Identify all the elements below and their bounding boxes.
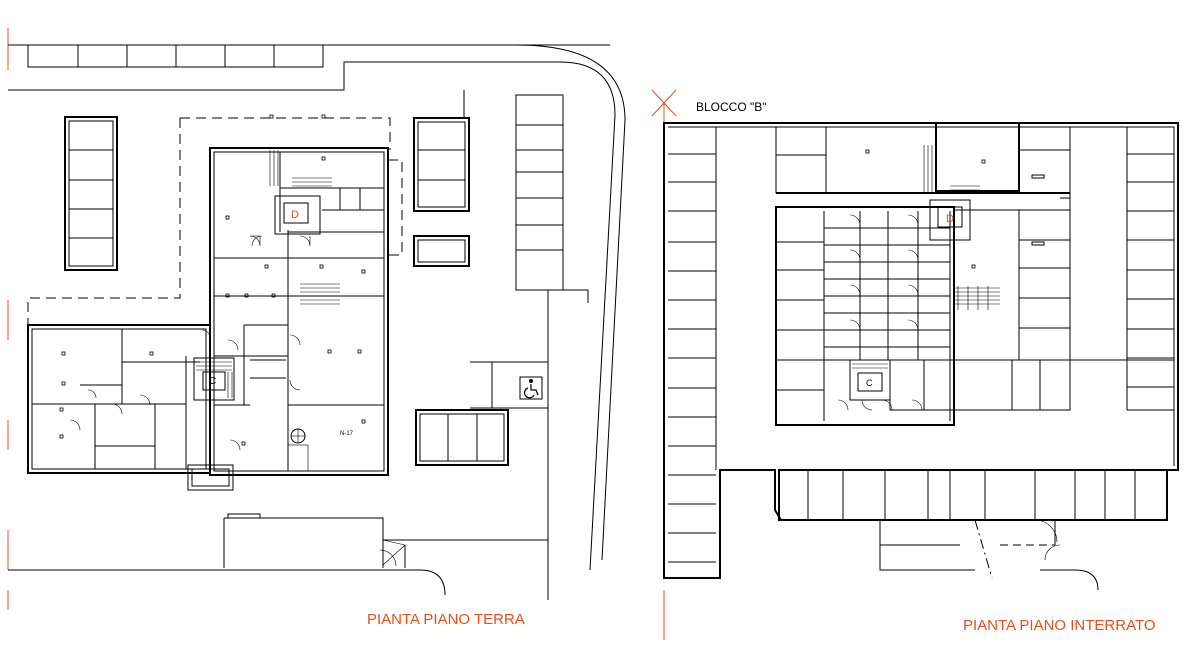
basement-stair-c-label: C xyxy=(866,378,873,388)
block-b-label: BLOCCO "B" xyxy=(696,100,767,114)
ground-floor-plan xyxy=(7,28,626,610)
basement-title: PIANTA PIANO INTERRATO xyxy=(963,617,1156,634)
ground-stair-c-label: C xyxy=(209,376,216,387)
ground-unit-label: N-17 xyxy=(340,431,354,437)
ground-floor-title: PIANTA PIANO TERRA xyxy=(367,611,525,628)
ground-stair-d-label: D xyxy=(291,209,299,221)
wheelchair-accessible-icon xyxy=(519,376,543,400)
section-arrow-icon xyxy=(651,89,677,125)
basement-plan xyxy=(651,89,1179,640)
basement-stair-d-label: D xyxy=(946,213,954,225)
